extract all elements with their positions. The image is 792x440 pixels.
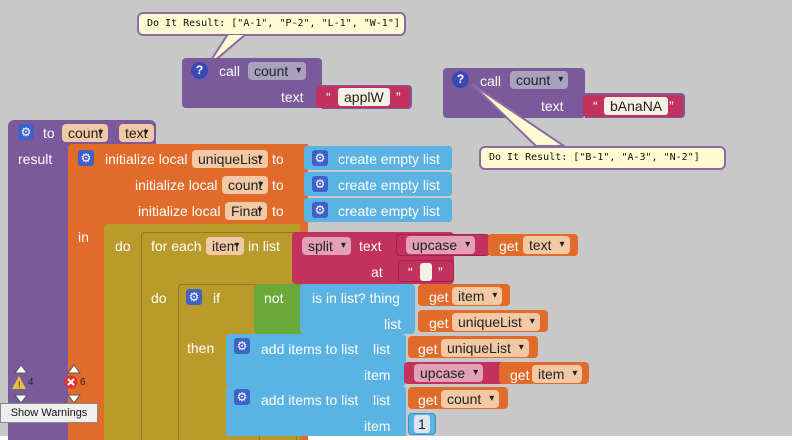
get-label: get [418, 392, 438, 408]
in-label: in [78, 229, 89, 245]
get-label: get [510, 367, 530, 383]
not-label: not [264, 290, 284, 306]
list-label: list [373, 392, 391, 408]
show-warnings-button[interactable]: Show Warnings [0, 403, 98, 423]
to-label: to [43, 125, 55, 141]
get-var-dropdown[interactable]: text [523, 236, 570, 254]
local-name-count[interactable]: count [222, 176, 269, 194]
do-label: do [115, 238, 131, 254]
separator-value[interactable] [420, 263, 432, 281]
gear-icon[interactable]: ⚙ [312, 202, 328, 218]
error-down-arrow[interactable] [67, 391, 81, 407]
at-label: at [371, 264, 383, 280]
svg-text:!: ! [18, 380, 21, 389]
split-dropdown[interactable]: split [302, 237, 351, 255]
create-empty-list-block[interactable] [304, 198, 452, 222]
in-list-label: in list [248, 238, 280, 254]
create-empty-list-block[interactable] [304, 146, 452, 170]
proc-dropdown[interactable]: count [510, 71, 569, 89]
do-it-result-bubble-top: Do It Result: ["A-1", "P-2", "L-1", "W-1… [137, 12, 406, 36]
warning-icon: ! [12, 376, 26, 392]
init-label: initialize local [138, 203, 221, 219]
gear-icon[interactable]: ⚙ [186, 289, 202, 305]
get-var-dropdown[interactable]: count [441, 390, 500, 408]
proc-param[interactable]: text [119, 124, 154, 142]
proc-name[interactable]: count [62, 124, 109, 142]
call-label: call [480, 73, 502, 89]
do-it-result-text: Do It Result: ["B-1", "A-3", "N-2"] [489, 152, 700, 163]
create-empty-list-label: create empty list [338, 151, 440, 167]
get-var-dropdown[interactable]: item [532, 365, 583, 383]
foreach-var[interactable]: item [206, 237, 245, 255]
gear-icon[interactable]: ⚙ [18, 124, 34, 140]
upcase-dropdown[interactable]: upcase [414, 364, 484, 382]
error-up-arrow[interactable] [67, 361, 81, 377]
result-label: result [18, 151, 53, 167]
warning-count: 4 [28, 377, 34, 388]
create-empty-list-block[interactable] [304, 172, 452, 196]
gear-icon[interactable]: ⚙ [234, 338, 250, 354]
get-var-dropdown[interactable]: uniqueList [441, 339, 529, 357]
get-label: get [418, 341, 438, 357]
to-kw: to [272, 151, 284, 167]
do-label: do [151, 290, 167, 306]
get-label: get [429, 315, 449, 331]
do-it-result-bubble-right: Do It Result: ["B-1", "A-3", "N-2"] [479, 146, 726, 170]
text-label: text [541, 98, 564, 114]
then-label: then [187, 340, 215, 356]
list-label: list [384, 316, 402, 332]
init-label: initialize local [105, 151, 188, 167]
gear-icon[interactable]: ⚙ [312, 176, 328, 192]
local-name-final[interactable]: Final [225, 202, 268, 220]
add-items-label: add items to list [261, 392, 359, 408]
not-block[interactable] [254, 284, 304, 334]
item-label: item [364, 367, 391, 383]
get-var-dropdown[interactable]: item [452, 287, 503, 305]
get-label: get [499, 238, 519, 254]
help-icon[interactable]: ? [191, 62, 208, 79]
add-items-label: add items to list [261, 341, 359, 357]
help-icon[interactable]: ? [452, 71, 469, 88]
to-kw: to [272, 177, 284, 193]
gear-icon[interactable]: ⚙ [312, 150, 328, 166]
do-it-result-text: Do It Result: ["A-1", "P-2", "L-1", "W-1… [147, 18, 400, 29]
if-label: if [213, 290, 220, 306]
warning-up-arrow[interactable] [14, 361, 28, 377]
for-each-label: for each [151, 238, 202, 254]
is-in-list-label: is in list? thing [312, 290, 400, 306]
item-label: item [364, 418, 391, 434]
create-empty-list-label: create empty list [338, 177, 440, 193]
text-label: text [281, 89, 304, 105]
is-in-list-block[interactable] [300, 284, 415, 334]
proc-dropdown[interactable]: count [248, 62, 307, 80]
add-items-block-1[interactable] [226, 334, 406, 386]
to-kw: to [272, 203, 284, 219]
error-count: 6 [80, 377, 86, 388]
add-items-block-2[interactable] [226, 386, 406, 436]
get-label: get [429, 289, 449, 305]
get-var-dropdown[interactable]: uniqueList [452, 313, 540, 331]
gear-icon[interactable]: ⚙ [234, 389, 250, 405]
text-label: text [359, 238, 382, 254]
bubble-pointer [471, 83, 568, 147]
create-empty-list-label: create empty list [338, 203, 440, 219]
list-label: list [373, 341, 391, 357]
local-name-uniquelist[interactable]: uniqueList [192, 150, 268, 168]
gear-icon[interactable]: ⚙ [78, 150, 94, 166]
call-label: call [219, 63, 241, 79]
error-icon [64, 375, 78, 392]
number-value[interactable]: 1 [414, 415, 430, 433]
warning-down-arrow[interactable] [14, 391, 28, 407]
upcase-dropdown[interactable]: upcase [406, 236, 476, 254]
init-label: initialize local [135, 177, 218, 193]
text-value[interactable]: bAnaNA [604, 97, 669, 115]
text-value[interactable]: applW [338, 88, 390, 106]
